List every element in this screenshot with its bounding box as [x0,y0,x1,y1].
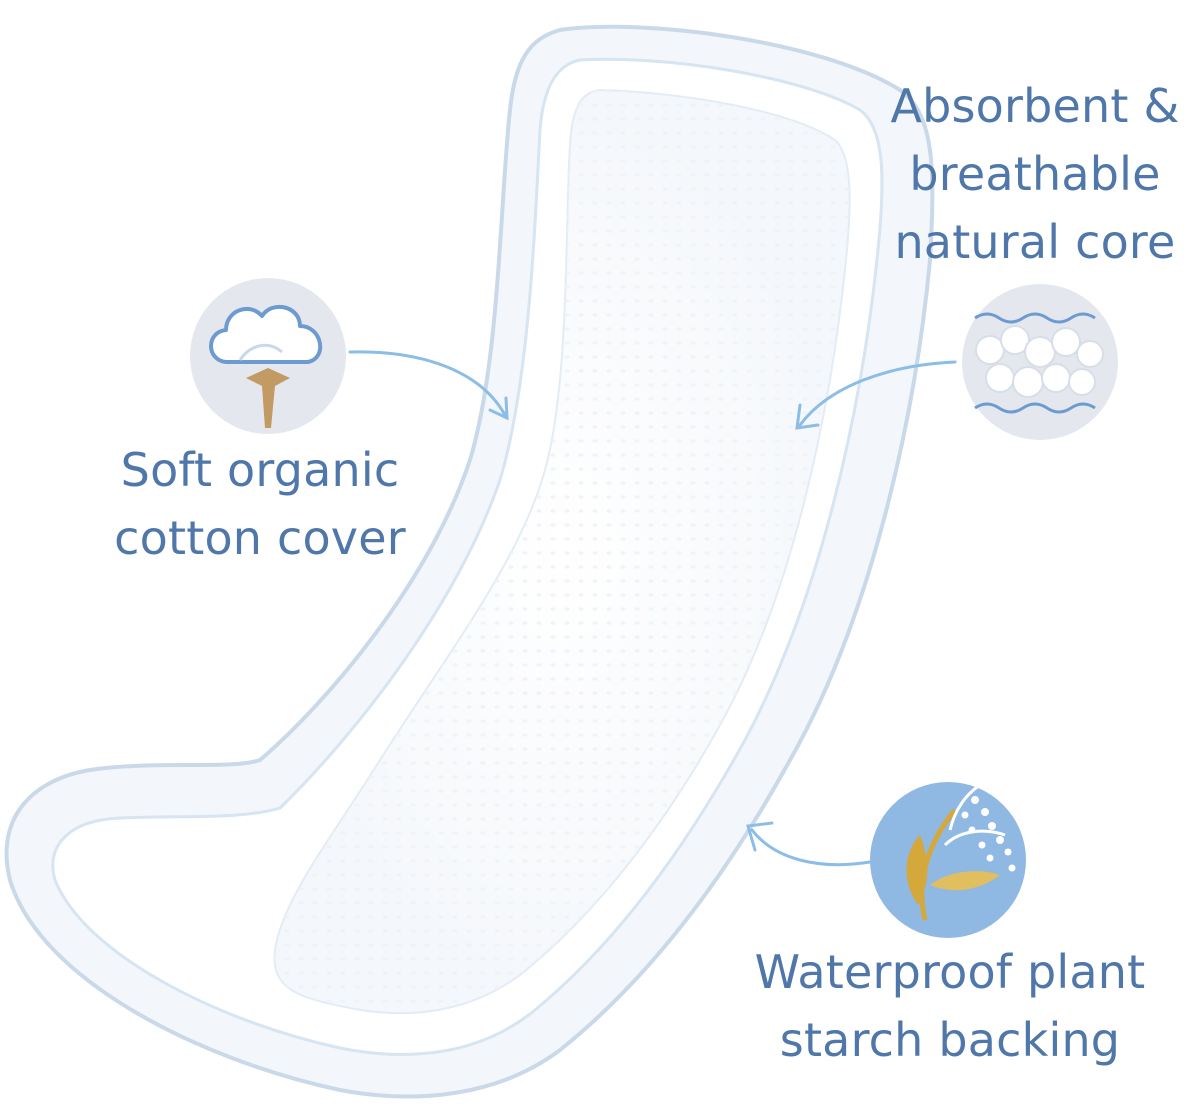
fiber-core-icon [962,284,1118,440]
arrows [348,350,957,867]
pad-core-texture [274,90,850,1014]
label-cotton-line2: cotton cover [114,511,406,565]
pad-illustration [4,24,935,1099]
cotton-icon [190,278,346,434]
label-core-line2: breathable [909,147,1161,201]
label-natural-core: Absorbent & breathable natural core [872,72,1198,276]
label-starch-backing: Waterproof plant starch backing [725,938,1175,1074]
label-cotton-line1: Soft organic [120,443,400,497]
label-core-line1: Absorbent & [890,79,1180,133]
arrow-backing [750,828,872,867]
arrow-cotton [348,350,507,417]
plant-wheat-icon [870,782,1026,938]
label-backing-line2: starch backing [779,1013,1121,1067]
arrow-core [798,360,957,427]
label-backing-line1: Waterproof plant [754,945,1146,999]
label-core-line3: natural core [894,215,1176,269]
arrow-cotton-head [488,396,509,421]
arrow-backing-head [746,821,774,852]
label-cotton-cover: Soft organic cotton cover [100,436,420,572]
arrow-core-head [795,403,820,430]
